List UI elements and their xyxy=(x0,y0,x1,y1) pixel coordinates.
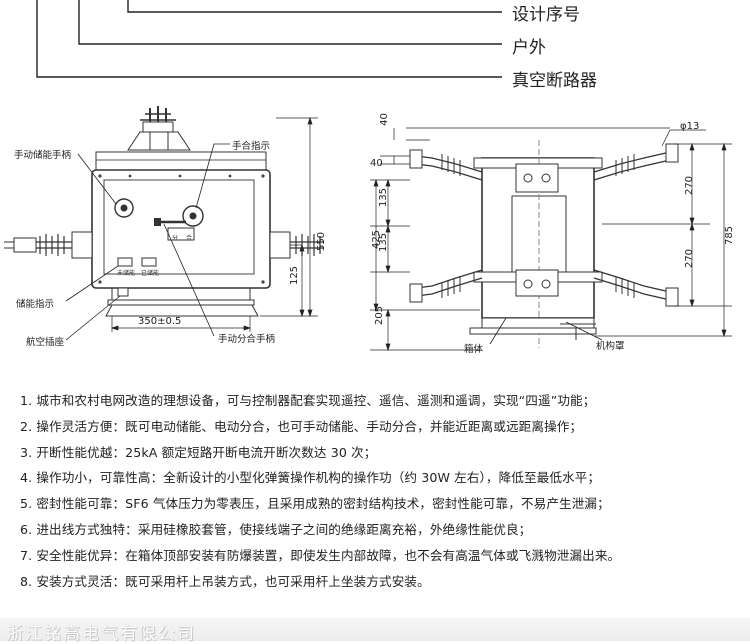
side-view-drawing xyxy=(370,127,732,352)
label-mechanism-cover: 机构罩 xyxy=(596,341,625,352)
dim-40-top: 40 xyxy=(378,113,390,126)
feature-item: 6. 进出线方式独特：采用硅橡胶套管，使接线端子之间的绝缘距离充裕，外绝缘性能优… xyxy=(20,521,532,537)
watermark-bar: 浙江铭高电气有限公司 xyxy=(0,618,750,644)
dim-205: 205 xyxy=(374,305,386,326)
dim-40-mid: 40 xyxy=(370,158,383,169)
dim-base-width: 350±0.5 xyxy=(138,316,182,327)
dim-425: 425 xyxy=(371,229,383,250)
legend-outdoor: 户外 xyxy=(512,38,546,58)
front-view-drawing xyxy=(4,106,324,341)
legend-design-serial: 设计序号 xyxy=(512,5,580,25)
dim-270-upper: 270 xyxy=(684,175,696,196)
feature-item: 2. 操作灵活方便：既可电动储能、电动分合，也可手动储能、手动分合，并能近距离或… xyxy=(20,418,583,434)
watermark-text: 浙江铭高电气有限公司 xyxy=(6,624,196,644)
feature-item: 1. 城市和农村电网改造的理想设备，可与控制器配套实现遥控、遥信、遥测和遥调，实… xyxy=(20,393,596,408)
dim-135-upper: 135 xyxy=(378,187,390,208)
label-open: 分 xyxy=(172,235,179,242)
dim-height-lower: 125 xyxy=(289,265,301,286)
label-aviation-socket: 航空插座 xyxy=(26,337,65,348)
dim-height-total: 550 xyxy=(316,231,328,252)
feature-item: 3. 开断性能优越：25kA 额定短路开断电流开断次数达 30 次； xyxy=(20,444,377,460)
label-charged: 已储能 xyxy=(141,270,160,277)
model-legend-lines xyxy=(36,0,502,78)
label-uncharged: 未储能 xyxy=(117,270,136,277)
dim-hole-diameter: φ13 xyxy=(680,121,700,132)
dim-270-lower: 270 xyxy=(684,248,696,269)
legend-vacuum-breaker: 真空断路器 xyxy=(512,71,597,91)
label-close: 合 xyxy=(186,235,193,242)
feature-item: 4. 操作功小，可靠性高：全新设计的小型化弹簧操作机构的操作功（约 30W 左右… xyxy=(20,470,601,486)
label-manual-open-close-handle: 手动分合手柄 xyxy=(218,334,276,345)
label-manual-charge-handle: 手动储能手柄 xyxy=(14,150,72,161)
feature-item: 5. 密封性能可靠：SF6 气体压力为零表压，且采用成熟的密封结构技术，密封性能… xyxy=(20,496,610,512)
feature-item: 8. 安装方式灵活：既可采用杆上吊装方式，也可采用杆上坐装方式安装。 xyxy=(20,573,430,589)
dim-785: 785 xyxy=(724,225,736,246)
feature-item: 7. 安全性能优异：在箱体顶部安装有防爆装置，即使发生内部故障，也不会有高温气体… xyxy=(20,547,621,563)
label-closing-indicator: 手合指示 xyxy=(232,141,271,152)
label-tank: 箱体 xyxy=(464,344,484,355)
label-charge-indicator: 储能指示 xyxy=(16,299,55,310)
feature-list: 1. 城市和农村电网改造的理想设备，可与控制器配套实现遥控、遥信、遥测和遥调，实… xyxy=(20,388,740,594)
